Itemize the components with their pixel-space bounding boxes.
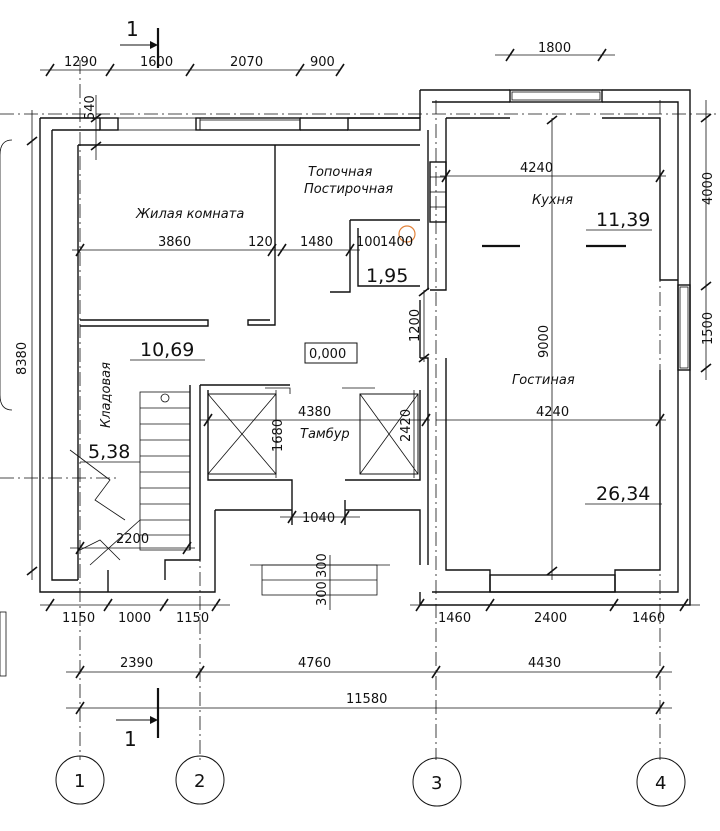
area-living: 10,69: [140, 339, 194, 361]
dimension-text: 1290 1600 2070 900 1800 540 8380 4000 15…: [15, 41, 716, 707]
dim-4240-top: 4240: [520, 161, 553, 176]
dim-1600: 1600: [140, 55, 173, 70]
axis-bubble-3: [412, 757, 462, 807]
area-lounge: 26,34: [596, 483, 650, 505]
room-boiler-line2: Постирочная: [304, 182, 393, 197]
dim-1400: 1400: [380, 235, 413, 250]
room-vestibule: Тамбур: [300, 427, 350, 442]
dim-1460-a: 1460: [438, 611, 471, 626]
dim-2070: 2070: [230, 55, 263, 70]
dim-1040: 1040: [302, 511, 335, 526]
room-lounge: Гостиная: [512, 373, 575, 388]
dim-1800: 1800: [538, 41, 571, 56]
dim-1460-b: 1460: [632, 611, 665, 626]
dim-120: 120: [248, 235, 273, 250]
dimension-lines: [26, 48, 712, 715]
dim-4380: 4380: [298, 405, 331, 420]
dim-11580: 11580: [346, 692, 387, 707]
dim-3860: 3860: [158, 235, 191, 250]
room-areas: 10,69 11,39 1,95 5,38 26,34: [80, 209, 662, 505]
axis-label-2: 2: [194, 771, 205, 792]
section-label-bottom: 1: [124, 727, 137, 751]
dim-2400: 2400: [534, 611, 567, 626]
level-mark: 0,000: [304, 342, 358, 364]
level-value: 0,000: [309, 347, 346, 362]
dim-900: 900: [310, 55, 335, 70]
room-storage: Кладовая: [99, 362, 114, 428]
area-kitchen: 11,39: [596, 209, 650, 231]
dim-300-b: 300: [315, 581, 330, 606]
dim-9000: 9000: [537, 325, 552, 358]
axis-label-3: 3: [431, 773, 442, 794]
dim-540: 540: [83, 95, 98, 120]
dim-4000: 4000: [701, 172, 716, 205]
room-labels: Жилая комната Топочная Постирочная Кухня…: [99, 165, 575, 442]
dim-1150-a: 1150: [62, 611, 95, 626]
section-cut-bottom: 1: [116, 688, 160, 751]
axis-bubble-2: [175, 755, 225, 805]
dim-300-a: 300: [315, 553, 330, 578]
dim-2420: 2420: [399, 409, 414, 442]
dim-4760: 4760: [298, 656, 331, 671]
edge-fragments: [0, 139, 13, 677]
dim-1200: 1200: [408, 309, 423, 342]
room-living: Жилая комната: [135, 207, 244, 222]
section-cut-top: 1: [120, 17, 160, 68]
dim-4240-mid: 4240: [536, 405, 569, 420]
dim-1500: 1500: [701, 312, 716, 345]
dim-2200: 2200: [116, 532, 149, 547]
axis-label-1: 1: [74, 771, 85, 792]
section-label-top: 1: [126, 17, 139, 41]
dim-2390: 2390: [120, 656, 153, 671]
dim-8380: 8380: [15, 342, 30, 375]
dim-1150-b: 1150: [176, 611, 209, 626]
axis-label-4: 4: [655, 773, 666, 794]
door-marks: [398, 225, 626, 248]
axis-bubble-1: [55, 755, 105, 805]
area-boiler: 1,95: [366, 265, 408, 287]
room-kitchen: Кухня: [532, 193, 573, 208]
dim-1680: 1680: [271, 419, 286, 452]
dim-4430: 4430: [528, 656, 561, 671]
area-storage: 5,38: [88, 441, 130, 463]
room-boiler-line1: Топочная: [308, 165, 372, 180]
axis-bubble-4: [636, 757, 686, 807]
dim-100: 100: [356, 235, 381, 250]
dim-1290: 1290: [64, 55, 97, 70]
stair: [69, 391, 191, 566]
dim-1000: 1000: [118, 611, 151, 626]
dim-1480: 1480: [300, 235, 333, 250]
axis-bubbles: 1 2 3 4: [55, 755, 686, 807]
